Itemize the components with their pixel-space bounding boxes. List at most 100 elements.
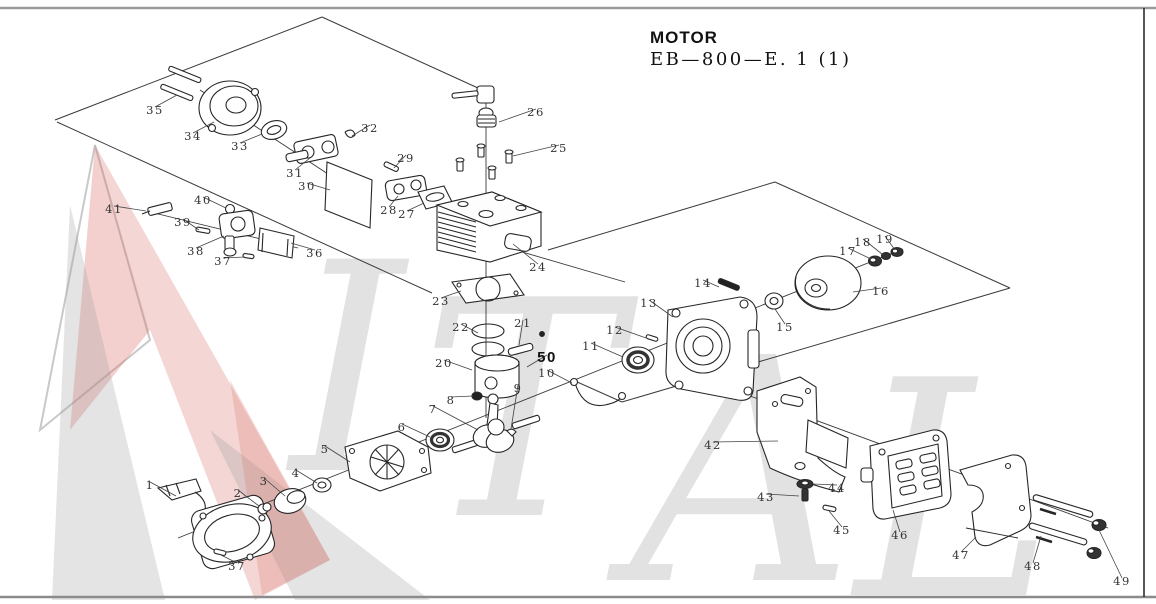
washer-44-drawing xyxy=(796,478,814,490)
leader-line xyxy=(440,290,462,299)
ignition-module-31-drawing xyxy=(285,134,339,164)
part-label-31: 31 xyxy=(286,166,304,180)
leader-line xyxy=(847,247,872,260)
part-label-29: 29 xyxy=(397,151,415,165)
base-gasket-23-drawing xyxy=(451,273,525,304)
leader-line xyxy=(306,182,331,191)
leader-line xyxy=(498,108,537,123)
leader-line xyxy=(450,395,474,398)
screw-29-drawing xyxy=(383,161,399,172)
part-label-21: 21 xyxy=(514,316,532,330)
leader-line xyxy=(812,483,838,486)
page-border xyxy=(0,6,1156,599)
leader-line xyxy=(154,94,178,108)
part-label-10: 10 xyxy=(538,366,556,380)
leader-line xyxy=(220,554,238,564)
screw-37-lower-drawing xyxy=(213,548,227,557)
nut-17-drawing xyxy=(867,255,883,267)
leader-line xyxy=(182,218,200,231)
leader-line xyxy=(324,445,351,463)
cylinder-24-drawing xyxy=(435,191,543,263)
part-label-35: 35 xyxy=(146,103,164,117)
part-label-17: 17 xyxy=(839,244,857,258)
leader-line xyxy=(295,469,318,484)
part-label-1: 1 xyxy=(146,478,155,492)
screw-45-drawing xyxy=(822,504,837,513)
manifold-28-drawing xyxy=(384,174,428,202)
key-pin-14-drawing xyxy=(717,278,740,291)
part-label-16: 16 xyxy=(872,284,890,298)
part-label-49: 49 xyxy=(1113,574,1131,588)
part-label-2: 2 xyxy=(234,486,243,500)
crankshaft-7-drawing xyxy=(451,393,541,454)
connector-41-drawing xyxy=(141,202,173,216)
leader-line xyxy=(222,256,246,259)
carburetor-38-drawing xyxy=(218,209,256,257)
leader-line xyxy=(401,423,431,438)
leader-line xyxy=(546,369,573,384)
part-label-6: 6 xyxy=(398,420,407,434)
part-label-26: 26 xyxy=(527,105,545,119)
bracket-42-drawing xyxy=(756,376,849,493)
part-label-24: 24 xyxy=(529,260,547,274)
leader-line xyxy=(195,235,225,249)
leader-line xyxy=(406,202,425,212)
clip-9-drawing xyxy=(506,428,517,437)
nuts-49-drawing xyxy=(1086,518,1107,560)
part-label-4: 4 xyxy=(292,466,301,480)
leader-line xyxy=(512,144,560,157)
leader-line xyxy=(351,124,371,137)
leader-line xyxy=(149,481,177,497)
leader-line xyxy=(614,326,647,339)
flywheel-16-drawing xyxy=(794,255,862,311)
screw-39-drawing xyxy=(195,226,211,234)
leader-line xyxy=(237,489,260,507)
watermark-letter: T xyxy=(420,237,640,586)
part-label-34: 34 xyxy=(184,129,202,143)
part-label-47: 47 xyxy=(952,548,970,562)
part-label-37: 37 xyxy=(228,559,246,573)
leader-line xyxy=(432,405,479,431)
piston-pin-21-drawing xyxy=(507,331,545,356)
muffler-46-drawing xyxy=(860,429,952,520)
part-label-13: 13 xyxy=(640,296,658,310)
screw-12-drawing xyxy=(645,334,659,342)
piston-20-drawing xyxy=(474,354,520,399)
leader-line xyxy=(712,440,779,443)
leader-line xyxy=(702,279,720,288)
nut-2-drawing xyxy=(257,502,272,515)
crankcase-13-drawing xyxy=(665,296,760,401)
part-label-46: 46 xyxy=(891,528,909,542)
screws-25-drawing xyxy=(455,143,514,180)
part-label-18: 18 xyxy=(854,235,872,249)
leader-line xyxy=(460,323,479,334)
washer-15-drawing xyxy=(764,292,784,310)
recoil-starter-1-drawing xyxy=(156,478,276,570)
leader-line xyxy=(1098,529,1123,579)
bearing-6-drawing xyxy=(425,428,455,452)
leader-line xyxy=(290,242,316,251)
wire-10-drawing xyxy=(569,377,627,407)
screw-43-drawing xyxy=(801,488,809,502)
part-label-36: 36 xyxy=(306,246,324,260)
part-label-23: 23 xyxy=(432,294,450,308)
washer-4-drawing xyxy=(312,477,332,493)
part-label-48: 48 xyxy=(1024,559,1042,573)
leader-line xyxy=(294,157,311,171)
washer-18-drawing xyxy=(880,251,892,261)
leader-line xyxy=(510,384,519,430)
part-label-37: 37 xyxy=(214,254,232,268)
muffler-cover-47-drawing xyxy=(959,454,1032,547)
part-label-42: 42 xyxy=(704,438,722,452)
washer-8-drawing xyxy=(471,391,483,401)
part-label-5: 5 xyxy=(321,442,330,456)
leader-line xyxy=(443,359,473,371)
part-label-38: 38 xyxy=(187,244,205,258)
part-label-15: 15 xyxy=(776,320,794,334)
leader-line xyxy=(852,287,882,293)
crankcase-half-5-drawing xyxy=(344,430,432,492)
bolt-35-drawing xyxy=(160,65,202,102)
diagram-title: MOTOR xyxy=(650,28,718,47)
leader-line xyxy=(892,509,901,533)
